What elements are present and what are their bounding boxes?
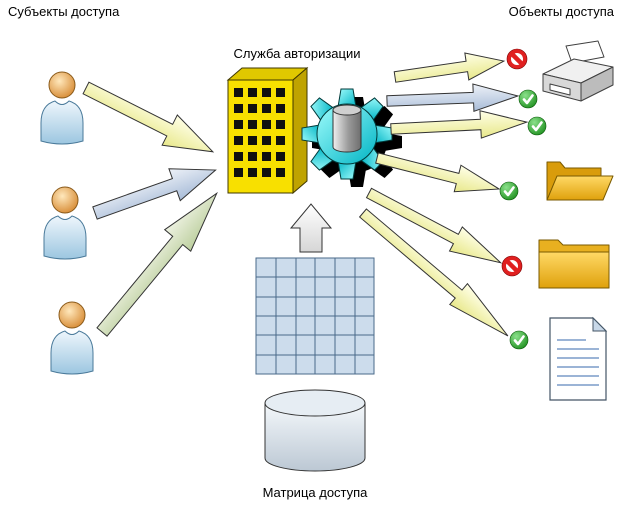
- matrix-label: Матрица доступа: [263, 485, 369, 500]
- allow-icon-printer-2: [527, 116, 547, 136]
- user-icon-1: [40, 71, 84, 145]
- user-icon-3: [50, 301, 94, 375]
- arrow-service-to-printer-3: [389, 107, 529, 144]
- objects-label: Объекты доступа: [509, 4, 615, 19]
- arrow-service-to-open-folder: [373, 144, 504, 203]
- subjects-label: Субъекты доступа: [8, 4, 120, 19]
- allow-icon-printer-1: [518, 89, 538, 109]
- closed-folder-icon: [538, 239, 610, 289]
- printer-icon: [542, 40, 614, 102]
- allow-icon-document: [509, 330, 529, 350]
- deny-icon-closed-folder: [501, 255, 523, 277]
- gear-icon: [301, 88, 393, 180]
- arrow-service-to-printer-1: [392, 46, 507, 92]
- open-folder-icon: [546, 161, 614, 201]
- user-icon-2: [43, 186, 87, 260]
- access-matrix-grid: [255, 257, 375, 375]
- allow-icon-open-folder: [499, 181, 519, 201]
- database-icon: [264, 389, 366, 472]
- arrow-service-to-printer-2: [385, 81, 520, 116]
- deny-icon-printer: [506, 48, 528, 70]
- document-icon: [549, 316, 608, 401]
- service-label: Служба авторизации: [234, 46, 361, 61]
- matrix-to-service-arrow: [289, 203, 333, 253]
- arrow-user1-to-service: [77, 72, 222, 168]
- building-icon: [226, 66, 309, 195]
